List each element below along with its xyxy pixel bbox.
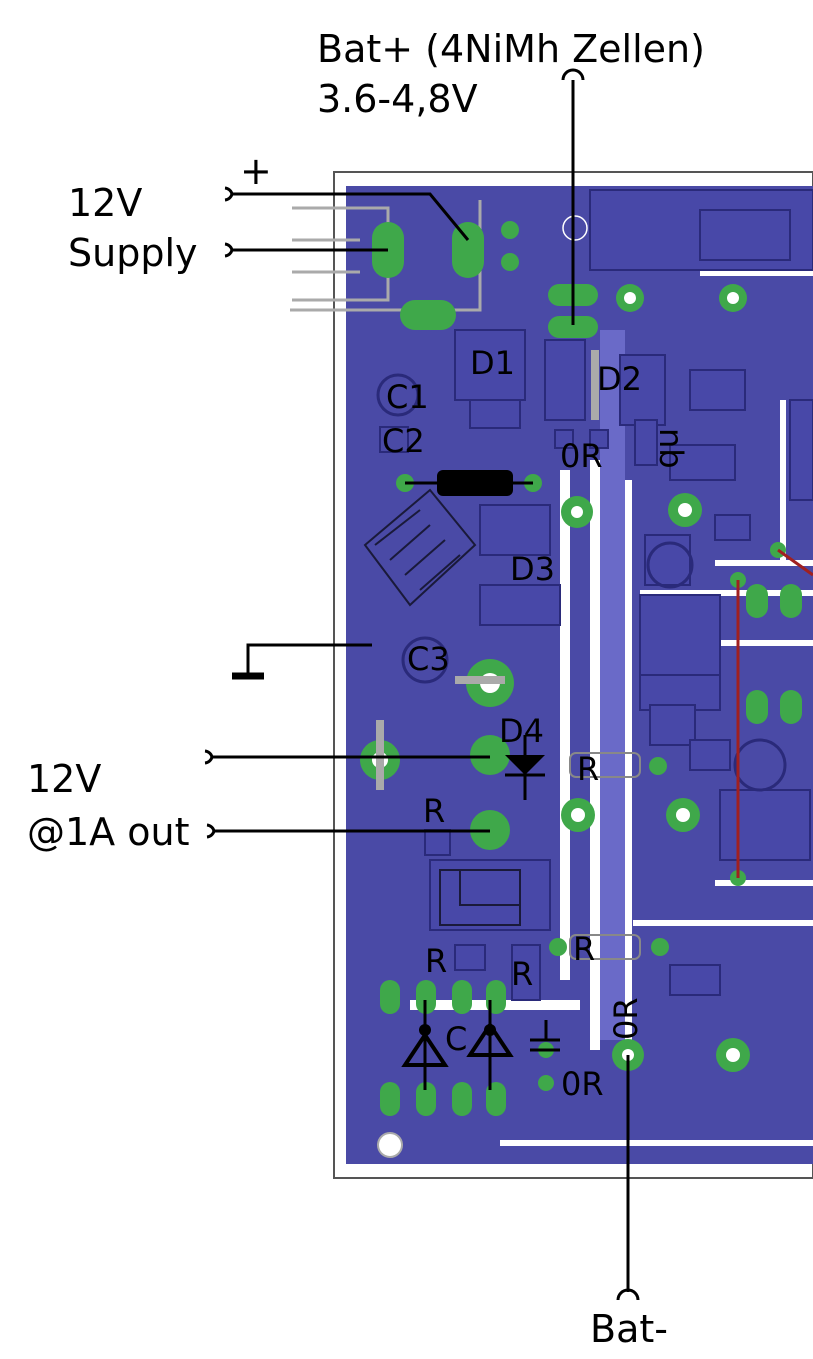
label-c-small: C — [445, 1020, 467, 1058]
label-d3: D3 — [510, 550, 555, 588]
gray-traces — [376, 350, 599, 790]
out-current-label: @1A out — [27, 810, 189, 854]
ic-outlines — [363, 373, 787, 926]
label-d1: D1 — [470, 344, 515, 382]
label-0r-2: 0R — [607, 997, 645, 1040]
bat-minus-label: Bat- — [590, 1307, 668, 1351]
supply-label: Supply — [68, 231, 198, 275]
label-r-left: R — [423, 792, 445, 830]
label-r-low1: R — [425, 942, 447, 980]
bat-plus-voltage-label: 3.6-4,8V — [317, 77, 478, 121]
bat-plus-label: Bat+ (4NiMh Zellen) — [317, 27, 705, 71]
diode-symbols — [401, 735, 560, 1090]
label-c3: C3 — [407, 640, 450, 678]
jumper-wires — [736, 548, 813, 878]
label-r-mid: R — [573, 930, 595, 968]
label-d2: D2 — [597, 360, 642, 398]
label-r-low2: R — [511, 955, 533, 993]
label-c1: C1 — [386, 378, 429, 416]
label-d4: D4 — [499, 712, 544, 750]
smd-parts — [424, 189, 813, 1001]
label-c2: C2 — [382, 422, 425, 460]
supply-voltage-label: 12V — [68, 181, 142, 225]
plus-sign: + — [240, 149, 272, 193]
label-r-d4: R — [577, 750, 599, 788]
label-nb: nb — [652, 428, 690, 469]
label-0r-1: 0R — [560, 437, 603, 475]
out-voltage-label: 12V — [27, 757, 101, 801]
label-0r-3: 0R — [561, 1065, 604, 1103]
external-wires — [204, 68, 640, 1301]
resistors — [405, 470, 641, 960]
